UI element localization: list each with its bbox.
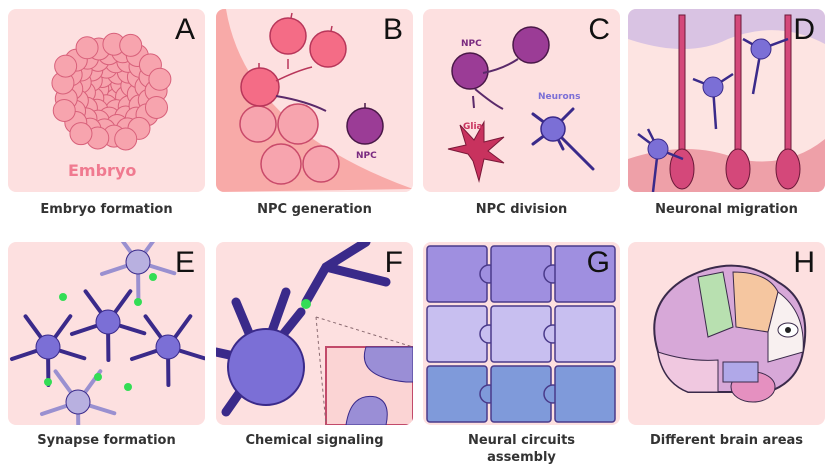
synapse-formation-illustration (9, 242, 205, 425)
panel-letter: C (588, 13, 610, 46)
caption-line-1: Neural circuits (467, 433, 576, 448)
panel-letter: G (586, 246, 610, 279)
embryo-cell (54, 54, 78, 78)
glia-label: Glia (463, 122, 483, 132)
puzzle-piece (490, 245, 552, 303)
embryo-label: Embryo (68, 161, 137, 180)
embryo-cell (119, 33, 143, 57)
embryo-cell (75, 36, 99, 60)
panel-d-neuronal-migration: D (628, 9, 825, 192)
embryo-cell (52, 98, 76, 122)
caption-chemical-signaling: Chemical signaling (245, 433, 384, 448)
neuronal-migration-illustration (628, 9, 825, 192)
neuron (35, 334, 61, 360)
panel-b-npc-generation: NPC B (216, 9, 413, 192)
npc-division-illustration (447, 26, 595, 183)
synapse (124, 383, 132, 391)
caption-neuronal-migration: Neuronal migration (655, 202, 798, 217)
panel-letter: A (174, 13, 195, 46)
neuron (155, 334, 181, 360)
puzzle-piece (426, 305, 488, 363)
puzzle-piece (554, 365, 616, 423)
embryo-cell (69, 122, 93, 146)
synapse (59, 293, 67, 301)
embryo-illustration (51, 32, 172, 151)
panel-letter: E (174, 246, 195, 279)
caption-npc-division: NPC division (475, 202, 568, 217)
embryo-cell (148, 67, 172, 91)
synapse (134, 298, 142, 306)
panel-a-embryo-formation: Embryo A (8, 9, 205, 192)
puzzle-piece (490, 365, 552, 423)
brain-illustration (653, 264, 807, 403)
synapse (149, 273, 157, 281)
embryo-cell (114, 127, 138, 151)
caption-synapse-formation: Synapse formation (37, 433, 176, 448)
caption-neural-circuits-assembly: Neural circuits assembly (423, 432, 620, 466)
chemical-signaling-illustration (216, 242, 413, 425)
npc-label: NPC (356, 151, 377, 161)
panel-h-different-brain-areas: H (628, 242, 825, 425)
neuron (65, 389, 91, 415)
panel-letter: B (382, 13, 403, 46)
neurons-label: Neurons (538, 92, 581, 102)
synapse (44, 378, 52, 386)
puzzle-piece (554, 245, 616, 303)
synapse (94, 373, 102, 381)
npc-generation-illustration (216, 9, 413, 192)
neuron (125, 249, 151, 275)
puzzle-piece (426, 245, 488, 303)
npc-label: NPC (461, 39, 482, 49)
puzzle-piece (490, 305, 552, 363)
neuron (95, 309, 121, 335)
panel-letter: H (793, 246, 815, 279)
puzzle-piece (426, 365, 488, 423)
panel-g-neural-circuits-assembly: G (423, 242, 620, 425)
caption-different-brain-areas: Different brain areas (649, 433, 804, 448)
panel-e-synapse-formation: E (8, 242, 205, 425)
panel-letter: D (793, 13, 815, 46)
caption-npc-generation: NPC generation (257, 202, 372, 217)
panel-c-npc-division: NPC Neurons Glia C (423, 9, 620, 192)
panel-letter: F (384, 246, 403, 279)
caption-embryo-formation: Embryo formation (40, 202, 173, 217)
embryo-cell (144, 95, 168, 119)
caption-line-2: assembly (487, 450, 556, 465)
puzzle-illustration (426, 245, 616, 423)
panel-f-chemical-signaling: F (216, 242, 413, 425)
puzzle-piece (554, 305, 616, 363)
